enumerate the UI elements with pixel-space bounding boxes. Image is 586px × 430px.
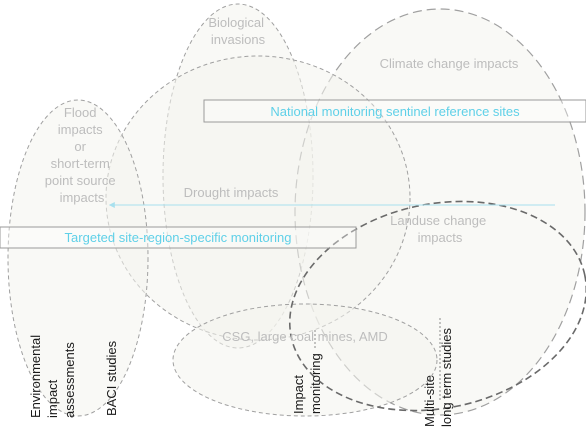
national-monitoring-label: National monitoring sentinel reference s… [270,104,520,119]
baci-studies-label: BACI studies [104,340,119,416]
drought-label: Drought impacts [184,185,279,200]
flood-ellipse [7,99,149,417]
csg-label: CSG, large coal mines, AMD [222,329,387,344]
targeted-monitoring-box [0,226,357,249]
drought-ellipse [105,55,411,341]
landuse-change-ellipse [288,200,586,412]
biological-invasions-label: Biological invasions [208,15,267,47]
csg-ellipse [172,303,438,417]
climate-change-label: Climate change impacts [380,56,519,71]
impact-monitoring-label: Impact monitoring [291,353,323,414]
national-monitoring-box [203,99,586,123]
environmental-impact-label: Environmental impact assessments [28,331,77,418]
flood-label: Flood impacts or short-term point source… [45,105,119,205]
landuse-change-label: Landuse change impacts [390,213,490,245]
multi-site-studies-label: Multi-site long term studies [422,328,454,427]
targeted-monitoring-label: Targeted site-region-specific monitoring [65,230,292,245]
